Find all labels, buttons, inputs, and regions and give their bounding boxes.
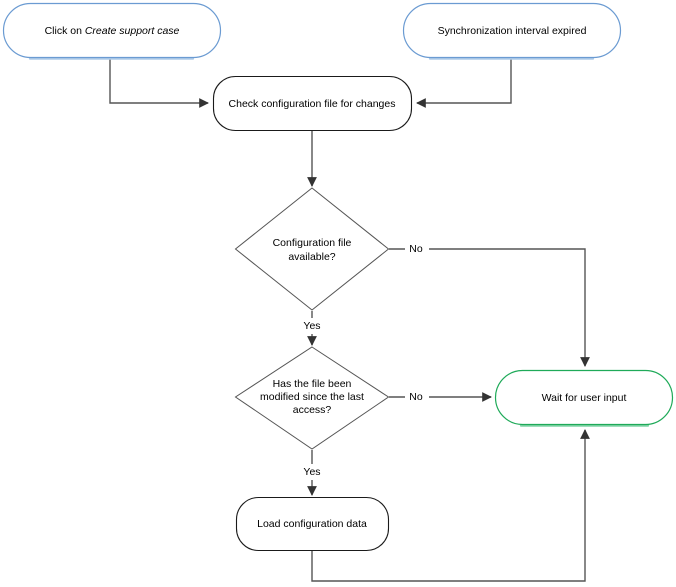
node-decision-available-shape xyxy=(234,187,390,311)
edge-label-available-no-text: No xyxy=(409,243,423,255)
node-wait-input-shape xyxy=(494,369,674,426)
edge-label-modified-no-text: No xyxy=(409,391,423,403)
edge-label-modified-yes: Yes xyxy=(298,464,326,480)
edge-label-available-yes-bg xyxy=(298,318,326,334)
edge-label-modified-yes-text: Yes xyxy=(303,466,320,478)
node-check-config-shape xyxy=(212,75,413,132)
edge-label-available-yes: Yes xyxy=(298,318,326,334)
node-wait-input[interactable]: Wait for user input xyxy=(494,369,674,427)
edge-label-available-no: No xyxy=(405,241,429,257)
node-check-config-label: Check configuration file for changes xyxy=(229,98,396,110)
node-start-sync[interactable]: Synchronization interval expired xyxy=(402,2,622,60)
node-decision-modified-label-line3: access? xyxy=(293,404,332,416)
node-check-config[interactable]: Check configuration file for changes xyxy=(212,75,413,132)
node-decision-available-label-line1: Configuration file xyxy=(273,237,352,249)
edge-label-available-no-bg xyxy=(405,241,429,257)
edge-available-no-to-wait xyxy=(389,248,590,367)
node-decision-modified-shape xyxy=(234,346,390,450)
edge-label-modified-yes-bg xyxy=(298,464,326,480)
node-load-data-shape xyxy=(235,496,390,552)
node-start-click-label-prefix: Click on xyxy=(45,25,85,37)
edge-click-to-check xyxy=(109,58,209,108)
edge-label-modified-no-bg xyxy=(405,389,429,405)
node-decision-available-label-line2: available? xyxy=(288,251,335,263)
node-start-click-label-emphasis: Create support case xyxy=(85,25,180,37)
node-load-data-label: Load configuration data xyxy=(257,518,367,530)
node-start-click[interactable]: Click on Create support case xyxy=(2,2,222,60)
node-decision-modified-label-line2: modified since the last xyxy=(260,391,364,403)
edge-sync-to-check xyxy=(416,58,512,108)
node-start-click-shape xyxy=(2,2,222,59)
edge-label-modified-no: No xyxy=(405,389,429,405)
node-decision-available[interactable]: Configuration file available? xyxy=(234,187,390,311)
node-start-sync-label: Synchronization interval expired xyxy=(438,25,587,37)
node-decision-modified[interactable]: Has the file been modified since the las… xyxy=(234,346,390,450)
node-wait-input-label: Wait for user input xyxy=(542,392,627,404)
node-decision-modified-label-line1: Has the file been xyxy=(273,378,352,390)
edge-load-to-wait xyxy=(311,429,590,582)
edge-label-available-yes-text: Yes xyxy=(303,320,320,332)
node-start-sync-shape xyxy=(402,2,622,59)
node-load-data[interactable]: Load configuration data xyxy=(235,496,390,552)
node-start-click-label: Click on Create support case xyxy=(45,25,180,37)
